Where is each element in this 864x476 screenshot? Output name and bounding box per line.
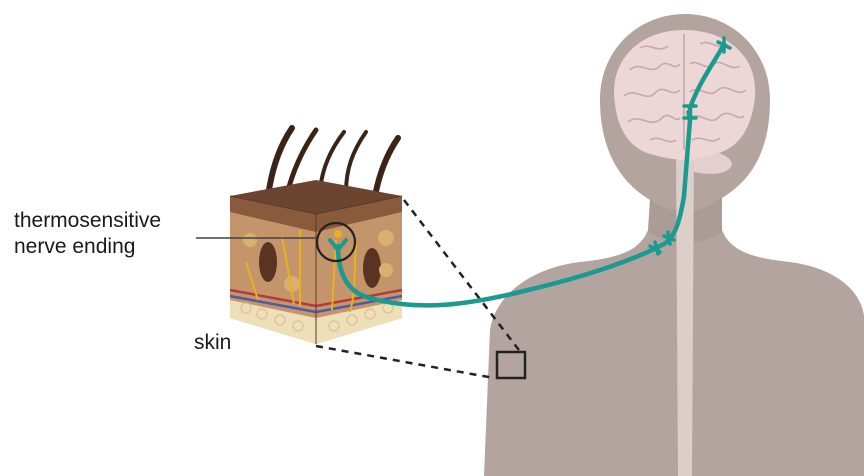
skin-label: skin (194, 330, 231, 356)
nerve-label-line1: thermosensitive (14, 208, 161, 234)
skin-block-icon (230, 128, 402, 344)
thermosensitive-nerve-ending-label: thermosensitive nerve ending (14, 208, 161, 260)
nerve-ending-dot (334, 230, 342, 238)
nerve-label-line2: nerve ending (14, 234, 161, 260)
zoom-line-bottom (316, 346, 494, 378)
